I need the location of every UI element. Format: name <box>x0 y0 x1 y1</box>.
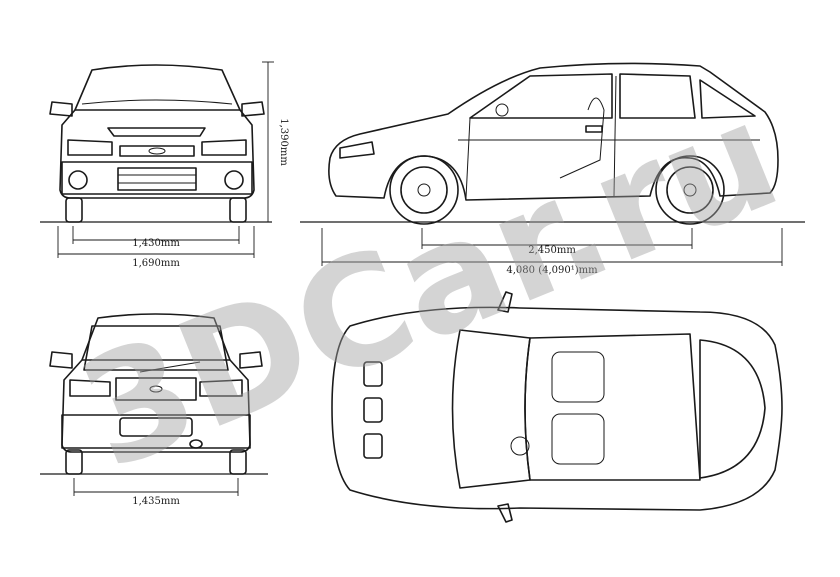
top-hood-vent-2 <box>363 397 383 423</box>
side-headlight <box>339 141 375 159</box>
side-front-rim <box>400 166 448 214</box>
rear-bumper <box>61 414 251 449</box>
front-bumper <box>61 161 253 195</box>
top-front-right-seat <box>551 413 605 465</box>
side-steering-wheel <box>495 103 509 117</box>
rear-wiper <box>139 361 201 373</box>
wheelbase-label: 2,450mm <box>528 245 576 256</box>
rear-left-tyre <box>65 449 83 475</box>
front-right-foglight <box>224 170 244 190</box>
top-left-mirror <box>497 291 513 313</box>
front-left-foglight <box>68 170 88 190</box>
rear-left-taillight <box>69 379 111 397</box>
rear-track-label: 1,435mm <box>132 496 180 507</box>
rear-left-mirror <box>49 351 73 369</box>
top-right-mirror <box>497 503 513 523</box>
side-rear-window <box>619 73 696 119</box>
top-hood-vent-3 <box>363 433 383 459</box>
front-hood-scoop <box>107 127 206 137</box>
rear-emblem <box>149 385 163 393</box>
front-left-tyre <box>65 197 83 223</box>
overall-width-label: 1,690mm <box>132 258 180 269</box>
watermark: 3DCar.ru <box>58 68 801 503</box>
front-right-headlight <box>201 139 247 156</box>
front-left-headlight <box>67 139 113 156</box>
side-rear-tyre <box>655 155 725 225</box>
front-grille <box>119 145 195 157</box>
front-track-label: 1,430mm <box>132 238 180 249</box>
side-rear-quarter-window <box>699 79 756 119</box>
top-front-left-seat <box>551 351 605 403</box>
side-door-rear-edge <box>613 75 617 197</box>
top-body-outline <box>331 306 783 511</box>
overall-height-label: 1,390mm <box>278 118 289 166</box>
rear-tailgate-panel <box>115 377 197 401</box>
front-view: 1,430mm 1,690mm 1,390mm <box>40 61 289 269</box>
rear-window <box>83 325 229 371</box>
side-door-front-edge <box>465 117 471 199</box>
rear-right-taillight <box>199 379 243 397</box>
top-hood-vent-1 <box>363 361 383 387</box>
front-left-mirror <box>49 101 73 117</box>
top-steering-wheel <box>510 436 530 456</box>
front-right-mirror <box>241 101 265 117</box>
front-emblem <box>148 147 166 155</box>
overall-length-label: 4,080 (4,090¹)mm <box>506 265 598 276</box>
rear-right-mirror <box>239 351 263 369</box>
front-lower-intake <box>117 167 197 191</box>
front-right-tyre <box>229 197 247 223</box>
rear-roof <box>81 313 231 361</box>
front-body <box>59 109 255 199</box>
side-front-window <box>469 73 613 119</box>
side-rear-rim <box>666 166 714 214</box>
side-front-tyre <box>389 155 459 225</box>
side-seat <box>559 97 605 179</box>
front-windshield <box>74 64 241 111</box>
rear-license-plate <box>119 417 193 437</box>
side-view: 2,450mm 4,080 (4,090¹)mm <box>300 62 805 276</box>
top-rear-window <box>699 339 766 479</box>
top-view <box>331 291 783 523</box>
top-roof <box>524 333 701 481</box>
rear-right-tyre <box>229 449 247 475</box>
rear-exhaust <box>189 439 203 449</box>
front-wiper-line <box>81 99 233 105</box>
rear-view: 1,435mm <box>40 313 268 507</box>
